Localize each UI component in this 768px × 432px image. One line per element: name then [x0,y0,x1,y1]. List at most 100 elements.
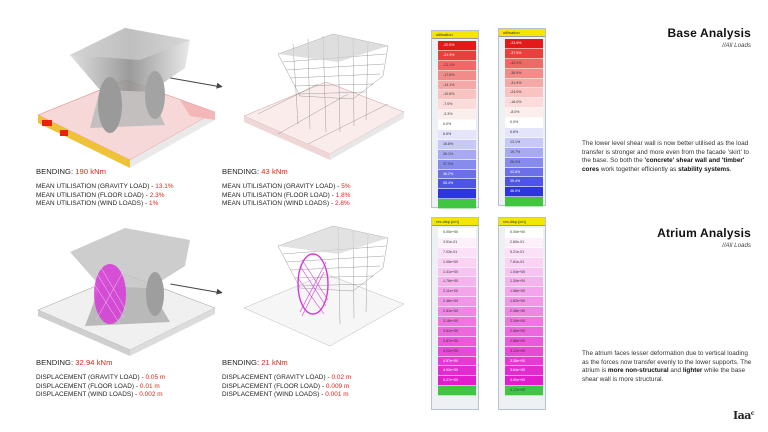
legend-row: -8.0% [505,108,543,119]
stat-line: DISPLACEMENT (WIND LOADS) - 0.001 m [222,391,351,399]
stat-label: MEAN UTILISATION (FLOOR LOAD) - [222,191,336,199]
base-left-stats: BENDING: 190 kNm MEAN UTILISATION (GRAVI… [36,167,174,209]
stat-line: MEAN UTILISATION (GRAVITY LOAD) - 5% [222,183,351,191]
iaac-logo: Iaac [733,409,755,422]
paragraph-text: and [668,367,683,375]
stat-label: DISPLACEMENT (FLOOR LOAD) - [36,382,140,390]
legend-rows: -33.6%-37.5%-42.0%-36.9%-31.9%-24.0%-16.… [505,39,543,208]
paragraph-text: The lower level shear wall is now better… [582,140,749,165]
atrium-render-after [238,216,408,356]
legend-row: -42.0% [505,58,543,69]
legend-row: 3.16e+00 [438,317,476,327]
legend-title: res.disp.[cm] [432,218,478,226]
legend-row: 1.30e+00 [505,277,543,288]
stat-label: DISPLACEMENT (GRAVITY LOAD) - [36,374,146,382]
paragraph-emphasis: 'concrete' shear wall and 'timber' cores [582,157,745,173]
logo-sup: c [750,410,755,417]
legend-row: 0.0% [438,120,476,131]
legend-row: 6.6% [505,128,543,138]
legend-row: -10.6% [438,90,476,101]
legend-row: 37.0% [438,159,476,170]
legend-row: 26.3% [505,157,543,168]
legend-row: 1.04e+00 [505,267,543,278]
legend-title: utilisation [499,29,545,37]
bending-label: BENDING: [36,358,74,367]
atrium-analysis-subtitle: //All Loads [722,242,751,249]
atrium-left-bending: BENDING: 32.94 kNm [36,358,165,367]
legend-row: 3.87e+00 [438,336,476,347]
atrium-left-stats: BENDING: 32.94 kNm DISPLACEMENT (GRAVITY… [36,358,165,400]
legend-row: 1.41e+00 [438,267,476,278]
legend-row: 4.17e+00 [505,386,543,397]
stat-line: DISPLACEMENT (WIND LOADS) - 0.002 m [36,391,165,399]
legend-row: 32.8% [505,167,543,178]
legend-row: 5.21e-01 [505,247,543,258]
legend-row: 3.64e+00 [505,366,543,377]
paragraph-text: work together efficiently as [599,165,679,173]
base-render-after [238,24,408,164]
legend-row: -37.5% [505,48,543,59]
base-right-stats: BENDING: 43 kNm MEAN UTILISATION (GRAVIT… [222,167,351,209]
stat-value: 0.001 m [325,391,349,399]
legend-row: 4.57e+00 [438,356,476,367]
stat-value: 5% [341,183,351,191]
stat-label: MEAN UTILISATION (WIND LOADS) - [222,200,335,208]
stat-line: MEAN UTILISATION (WIND LOADS) - 2.8% [222,200,351,208]
bending-value: 190 kNm [75,167,107,176]
legend-row: -21.1% [438,60,476,71]
stat-line: DISPLACEMENT (FLOOR LOAD) - 0.01 m [36,383,165,391]
legend-row: 1.76e+00 [438,277,476,288]
stat-label: MEAN UTILISATION (FLOOR LOAD) - [36,191,150,199]
atrium-right-stats: BENDING: 21 kNm DISPLACEMENT (GRAVITY LO… [222,358,352,400]
base-analysis-subtitle: //All Loads [722,42,751,49]
legend-row: 46.0% [505,187,543,198]
legend-row: -17.8% [438,70,476,81]
legend-row [505,197,543,208]
legend-row: 3.38e+00 [505,356,543,367]
legend-row: 13.1% [505,137,543,148]
stat-label: MEAN UTILISATION (WIND LOADS) - [36,200,149,208]
legend-row: 7.03e-01 [438,247,476,258]
legend-row: -16.0% [505,98,543,109]
legend-row: 2.60e+00 [505,326,543,337]
base-legend-before: utilisation -20.0%-24.9%-21.1%-17.8%-14.… [431,30,479,210]
stat-value: 1% [148,200,159,208]
stat-line: DISPLACEMENT (FLOOR LOAD) - 0.009 m [222,383,351,391]
legend-row: 2.81e+00 [438,307,476,318]
legend-row: 2.60e-01 [505,237,543,248]
legend-row: 16.8% [438,139,476,150]
legend-row: -20.0% [438,41,476,51]
stat-value: 0.009 m [325,382,350,390]
legend-row: 1.05e+00 [438,257,476,268]
legend-row: 3.51e+00 [438,326,476,337]
stat-line: DISPLACEMENT (GRAVITY LOAD) - 0.05 m [36,374,165,382]
bending-value: 43 kNm [261,167,288,176]
stat-value: 0.02 m [331,374,352,382]
stat-line: MEAN UTILISATION (WIND LOADS) - 1% [36,200,174,208]
paragraph-text: . [729,165,732,173]
legend-row: 3.51e-01 [438,237,476,248]
bending-label: BENDING: [222,358,260,367]
legend-rows: -20.0%-24.9%-21.1%-17.8%-14.1%-10.6%-7.0… [438,41,476,210]
stat-line: MEAN UTILISATION (FLOOR LOAD) - 1.8% [222,192,351,200]
paragraph-text: while the base shear wall is more struct… [582,367,746,383]
stat-value: 2.8% [334,200,350,208]
stat-label: MEAN UTILISATION (GRAVITY LOAD) - [36,183,156,191]
bending-value: 21 kNm [261,358,288,367]
legend-row: 2.34e+00 [505,317,543,327]
paragraph-emphasis: stability systems [678,165,730,173]
base-right-bending: BENDING: 43 kNm [222,167,351,176]
legend-row: -33.6% [505,39,543,49]
legend-row: 0.00e+00 [505,228,543,238]
legend-row: 7.81e-01 [505,257,543,268]
legend-row: 0.00e+00 [438,228,476,238]
stat-line: MEAN UTILISATION (FLOOR LOAD) - 2.3% [36,192,174,200]
legend-row: -31.9% [505,78,543,89]
legend-row: 39.4% [505,177,543,188]
stat-value: 2.3% [149,191,165,199]
legend-row: -24.0% [505,88,543,99]
